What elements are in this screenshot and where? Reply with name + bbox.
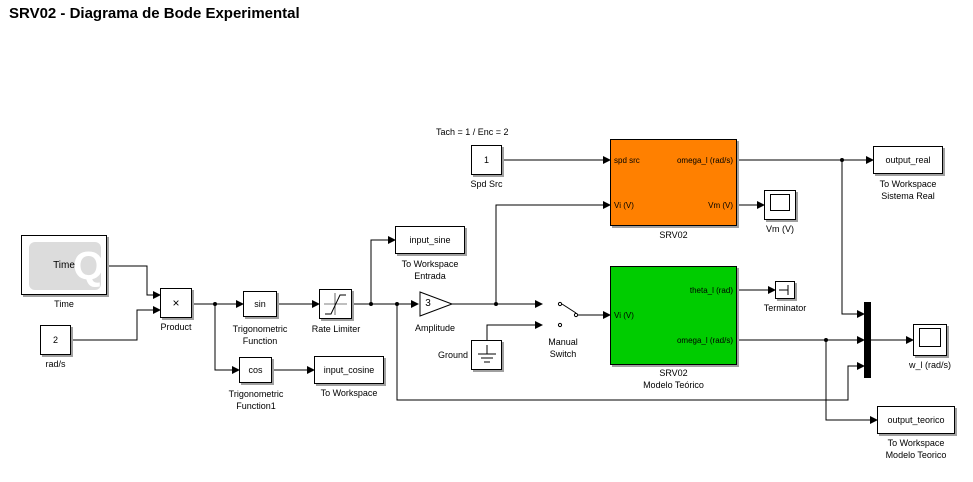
page-title: SRV02 - Diagrama de Bode Experimental: [9, 5, 300, 22]
terminator-label: Terminator: [763, 303, 807, 313]
cos-label-2: Function1: [236, 401, 276, 411]
amplitude-gain-triangle: [419, 291, 454, 317]
junction-dot: [213, 302, 217, 306]
terminator-icon: [779, 285, 789, 295]
wl-scope-block[interactable]: [913, 324, 947, 356]
ground-block[interactable]: [471, 340, 502, 370]
input-sine-label-2: Entrada: [414, 271, 446, 281]
sin-label-1: Trigonometric: [232, 324, 288, 334]
rads-constant-block[interactable]: 2: [40, 325, 71, 355]
srv02-model-port-omega: omega_l (rad/s): [676, 336, 733, 345]
time-label: Time: [54, 299, 74, 309]
rate-limiter-label: Rate Limiter: [311, 324, 361, 334]
srv02-model-label-2: Modelo Teórico: [643, 380, 704, 390]
spd-src-value: 1: [483, 155, 489, 165]
product-symbol: ×: [172, 296, 180, 310]
rate-limiter-icon: [324, 293, 347, 315]
srv02-real-port-vm: Vm (V): [708, 201, 733, 210]
junction-dot: [494, 302, 498, 306]
junction-dot: [840, 158, 844, 162]
clock-icon: Q: [29, 242, 104, 290]
output-real-label-1: To Workspace: [879, 179, 937, 189]
srv02-real-port-omega: omega_l (rad/s): [676, 156, 733, 165]
input-cosine-label: To Workspace: [320, 388, 378, 398]
sin-block[interactable]: sin: [243, 291, 277, 317]
output-teorico-block[interactable]: output_teorico: [877, 406, 955, 434]
output-teorico-text: output_teorico: [887, 415, 945, 425]
signal-time-to-product: [107, 265, 161, 299]
vm-scope-block[interactable]: [764, 190, 796, 220]
input-sine-block[interactable]: input_sine: [395, 226, 465, 254]
junction-dot: [824, 338, 828, 342]
terminator-block[interactable]: [775, 281, 795, 299]
switch-contact: [573, 312, 579, 318]
signal-to-input-sine: [370, 236, 396, 304]
switch-lever: [561, 303, 577, 314]
rads-label: rad/s: [45, 359, 66, 369]
cos-text: cos: [248, 365, 263, 375]
amplitude-value[interactable]: 3: [425, 298, 431, 309]
cos-label-1: Trigonometric: [228, 389, 284, 399]
scope-icon: [770, 194, 790, 211]
time-block-text: Time: [53, 259, 75, 271]
switch-contact: [557, 322, 563, 328]
input-sine-text: input_sine: [409, 235, 451, 245]
spd-src-label: Spd Src: [470, 179, 503, 189]
cos-block[interactable]: cos: [239, 357, 272, 383]
amplitude-label: Amplitude: [414, 323, 456, 333]
signal-rads-to-product: [71, 306, 161, 341]
signal-amplitude-to-srv02-vi: [495, 201, 611, 304]
input-cosine-block[interactable]: input_cosine: [314, 356, 384, 384]
junction-dot: [395, 302, 399, 306]
srv02-real-block[interactable]: spd src Vi (V) omega_l (rad/s) Vm (V): [610, 139, 737, 226]
input-sine-label-1: To Workspace: [401, 259, 459, 269]
srv02-model-label-1: SRV02: [659, 368, 688, 378]
spd-src-block[interactable]: 1: [471, 145, 502, 175]
scope-icon: [919, 328, 941, 347]
signal-omega-model-to-workspace: [825, 340, 878, 424]
signal-input-to-mux: [396, 304, 865, 401]
srv02-real-port-vi: Vi (V): [614, 201, 634, 210]
product-label: Product: [160, 322, 192, 332]
junction-dot: [369, 302, 373, 306]
output-teorico-label-2: Modelo Teorico: [885, 450, 947, 460]
ground-label: Ground: [437, 350, 468, 360]
switch-contact: [557, 301, 563, 307]
output-real-block[interactable]: output_real: [873, 146, 943, 174]
rate-limiter-block[interactable]: [319, 289, 352, 319]
sin-label-2: Function: [242, 336, 278, 346]
vm-scope-label: Vm (V): [766, 224, 794, 234]
srv02-model-port-theta: theta_l (rad): [689, 286, 733, 295]
signal-product-to-cos: [214, 304, 240, 374]
input-cosine-text: input_cosine: [323, 365, 375, 375]
annotation-tach: Tach = 1 / Enc = 2: [436, 127, 509, 137]
sin-text: sin: [254, 299, 266, 309]
rads-constant-value: 2: [52, 335, 58, 345]
srv02-model-block[interactable]: Vi (V) theta_l (rad) omega_l (rad/s): [610, 266, 737, 365]
manual-switch-label-1: Manual: [548, 337, 578, 347]
product-block[interactable]: ×: [160, 288, 192, 318]
srv02-model-port-vi: Vi (V): [614, 311, 634, 320]
signal-ground-to-switch: [486, 321, 543, 340]
srv02-real-port-spdsrc: spd src: [614, 156, 640, 165]
wl-scope-label: w_l (rad/s): [908, 360, 951, 370]
output-teorico-label-1: To Workspace: [887, 438, 945, 448]
mux-bar: [864, 302, 871, 378]
output-real-label-2: Sistema Real: [881, 191, 935, 201]
output-real-text: output_real: [885, 155, 931, 165]
signal-omega-real-to-mux: [841, 160, 865, 318]
ground-icon: [478, 345, 496, 363]
time-block[interactable]: Q Time: [21, 235, 107, 295]
manual-switch-label-2: Switch: [549, 349, 577, 359]
srv02-real-label: SRV02: [659, 230, 688, 240]
